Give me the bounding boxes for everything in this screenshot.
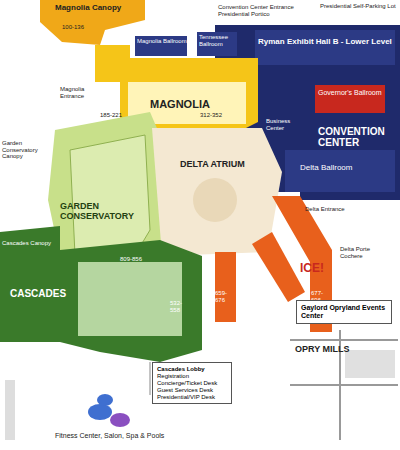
map-label: Delta Ballroom <box>300 164 390 173</box>
map-label: Presidential Self-Parking Lot <box>320 3 398 10</box>
box-text: Presidential/VIP Desk <box>157 394 227 401</box>
map-label: 185-221 <box>100 112 122 119</box>
map-label: OPRY MILLS <box>295 345 350 355</box>
map-label: Magnolia Canopy <box>55 4 125 13</box>
map-label: DELTA ATRIUM <box>180 160 245 170</box>
map-label: CONVENTION CENTER <box>318 126 398 148</box>
box-heading: Gaylord Opryland Events Center <box>301 304 387 320</box>
map-label: Garden Conservatory Canopy <box>2 140 50 160</box>
map-label: Business Center <box>266 118 306 131</box>
map-label: Magnolia Ballroom <box>137 38 187 45</box>
map-label: Delta Entrance <box>305 206 345 213</box>
map-label: MAGNOLIA <box>150 98 210 110</box>
map-label: Cascades Canopy <box>2 240 52 247</box>
map-label: Delta Porte Cochere <box>340 246 390 259</box>
info-box: Cascades LobbyRegistrationConcierge/Tick… <box>152 362 232 404</box>
map-label: 100-136 <box>62 24 84 31</box>
map-label: 809-856 <box>120 256 142 263</box>
map-label: ICE! <box>300 262 324 275</box>
info-box: Gaylord Opryland Events Center <box>296 300 392 324</box>
map-label: Ryman Exhibit Hall B - Lower Level <box>258 38 393 47</box>
map-label: Convention Center Entrance Presidential … <box>218 4 308 17</box>
map-label: Tennessee Ballroom <box>199 34 237 47</box>
map-label: GARDEN CONSERVATORY <box>60 202 140 222</box>
map-label: CASCADES <box>10 288 66 299</box>
box-text: Registration <box>157 373 227 380</box>
map-label: Magnolia Entrance <box>60 86 94 99</box>
map-label: 532-558 <box>170 300 192 313</box>
box-text: Guest Services Desk <box>157 387 227 394</box>
map-label: 312-352 <box>200 112 222 119</box>
map-label: Governor's Ballroom <box>318 89 382 97</box>
map-label: Fitness Center, Salon, Spa & Pools <box>55 432 185 440</box>
box-heading: Cascades Lobby <box>157 366 227 373</box>
box-text: Concierge/Ticket Desk <box>157 380 227 387</box>
map-label: 659-676 <box>215 290 237 303</box>
